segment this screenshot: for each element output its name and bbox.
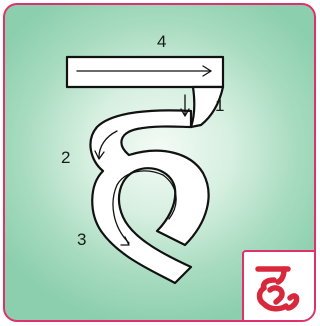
stroke-number-2: 2 (61, 149, 70, 166)
answer-letter-icon (244, 252, 314, 320)
glyph-top-bar (67, 57, 223, 87)
stroke-number-4: 4 (157, 33, 166, 50)
answer-letter-box (242, 250, 316, 322)
letter-tracing-card: 4 1 2 3 (3, 3, 316, 322)
stroke-number-1: 1 (215, 97, 224, 114)
stroke-number-3: 3 (77, 231, 86, 248)
